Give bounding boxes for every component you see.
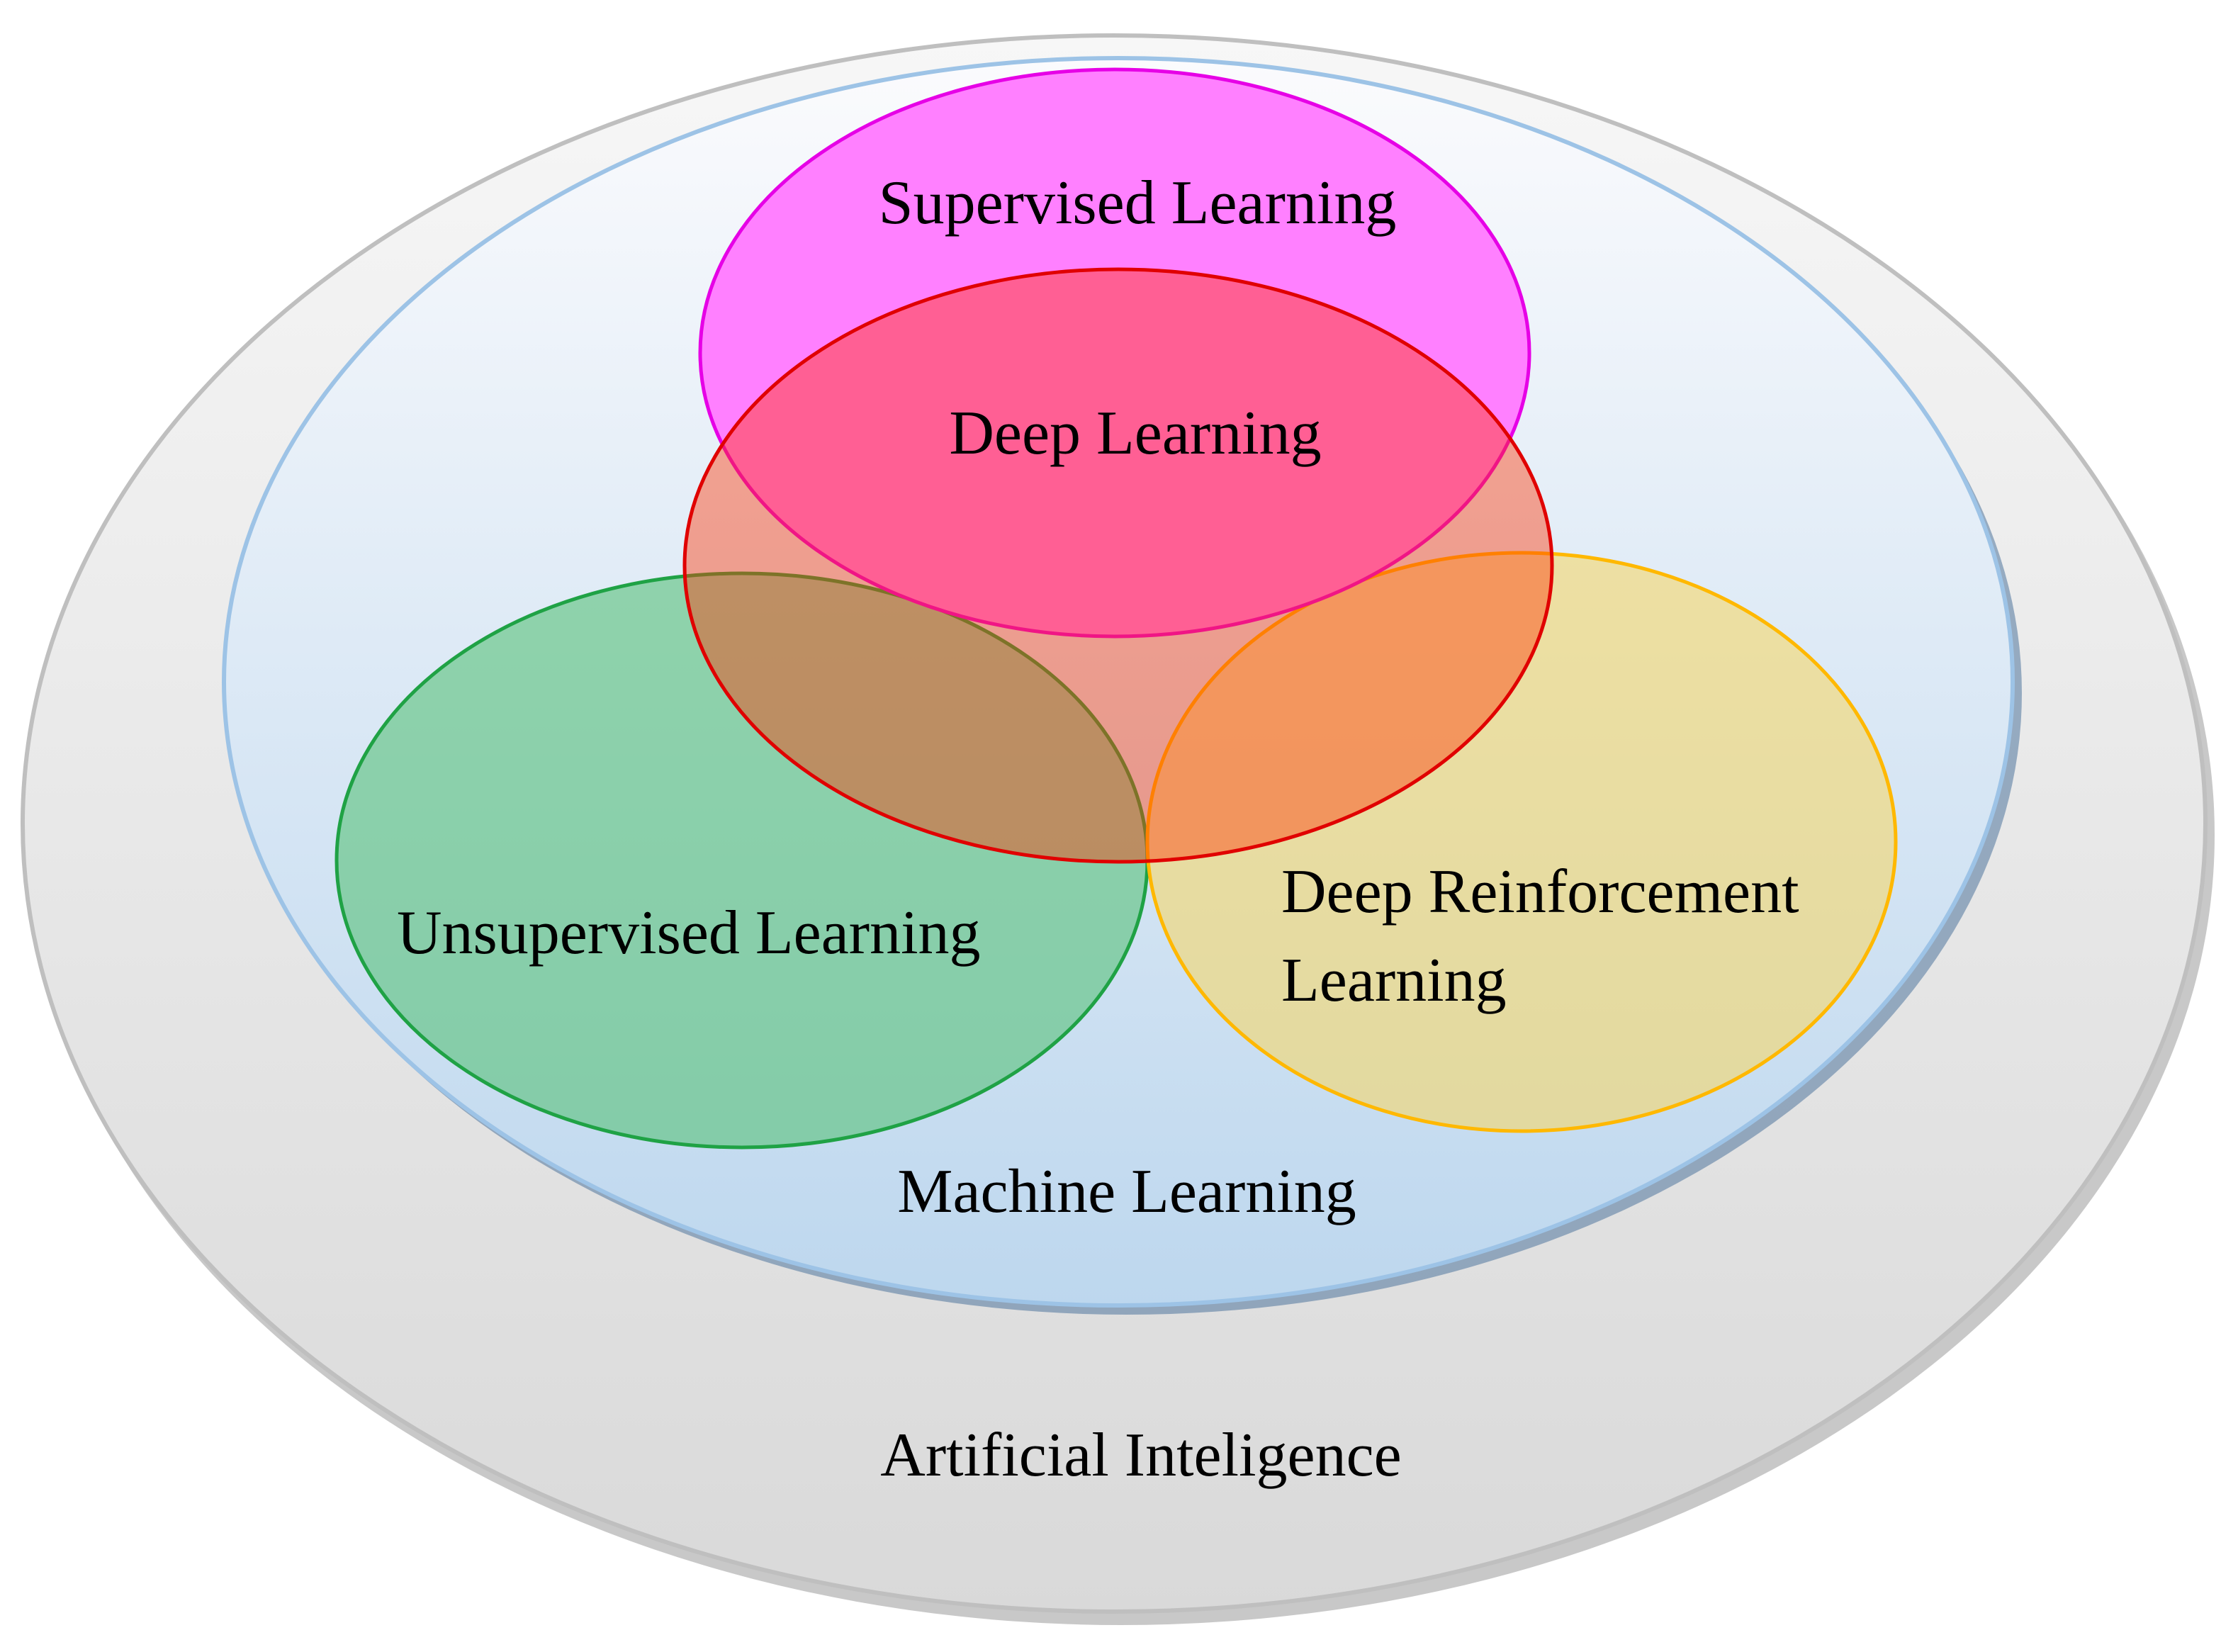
deep-reinforcement-learning-outline	[1145, 551, 1898, 1133]
deep-learning-outline	[682, 267, 1554, 864]
supervised-learning-outline	[698, 67, 1531, 639]
deep-reinforcement-learning-ellipse	[1147, 553, 1896, 1131]
artificial-intelligence-label: Artificial Inteligence	[880, 1421, 1401, 1490]
supervised-learning-label: Supervised Learning	[879, 169, 1397, 237]
deep-learning-label: Deep Learning	[949, 399, 1321, 468]
deep-learning-ellipse	[685, 269, 1552, 862]
unsupervised-learning-label: Unsupervised Learning	[397, 899, 981, 967]
machine-learning-label: Machine Learning	[897, 1157, 1356, 1226]
unsupervised-learning-ellipse	[337, 573, 1147, 1147]
deep-reinforcement-label-line2: Learning	[1281, 946, 1507, 1015]
deep-reinforcement-label-line1: Deep Reinforcement	[1281, 858, 1799, 926]
supervised-learning-ellipse	[700, 69, 1529, 636]
